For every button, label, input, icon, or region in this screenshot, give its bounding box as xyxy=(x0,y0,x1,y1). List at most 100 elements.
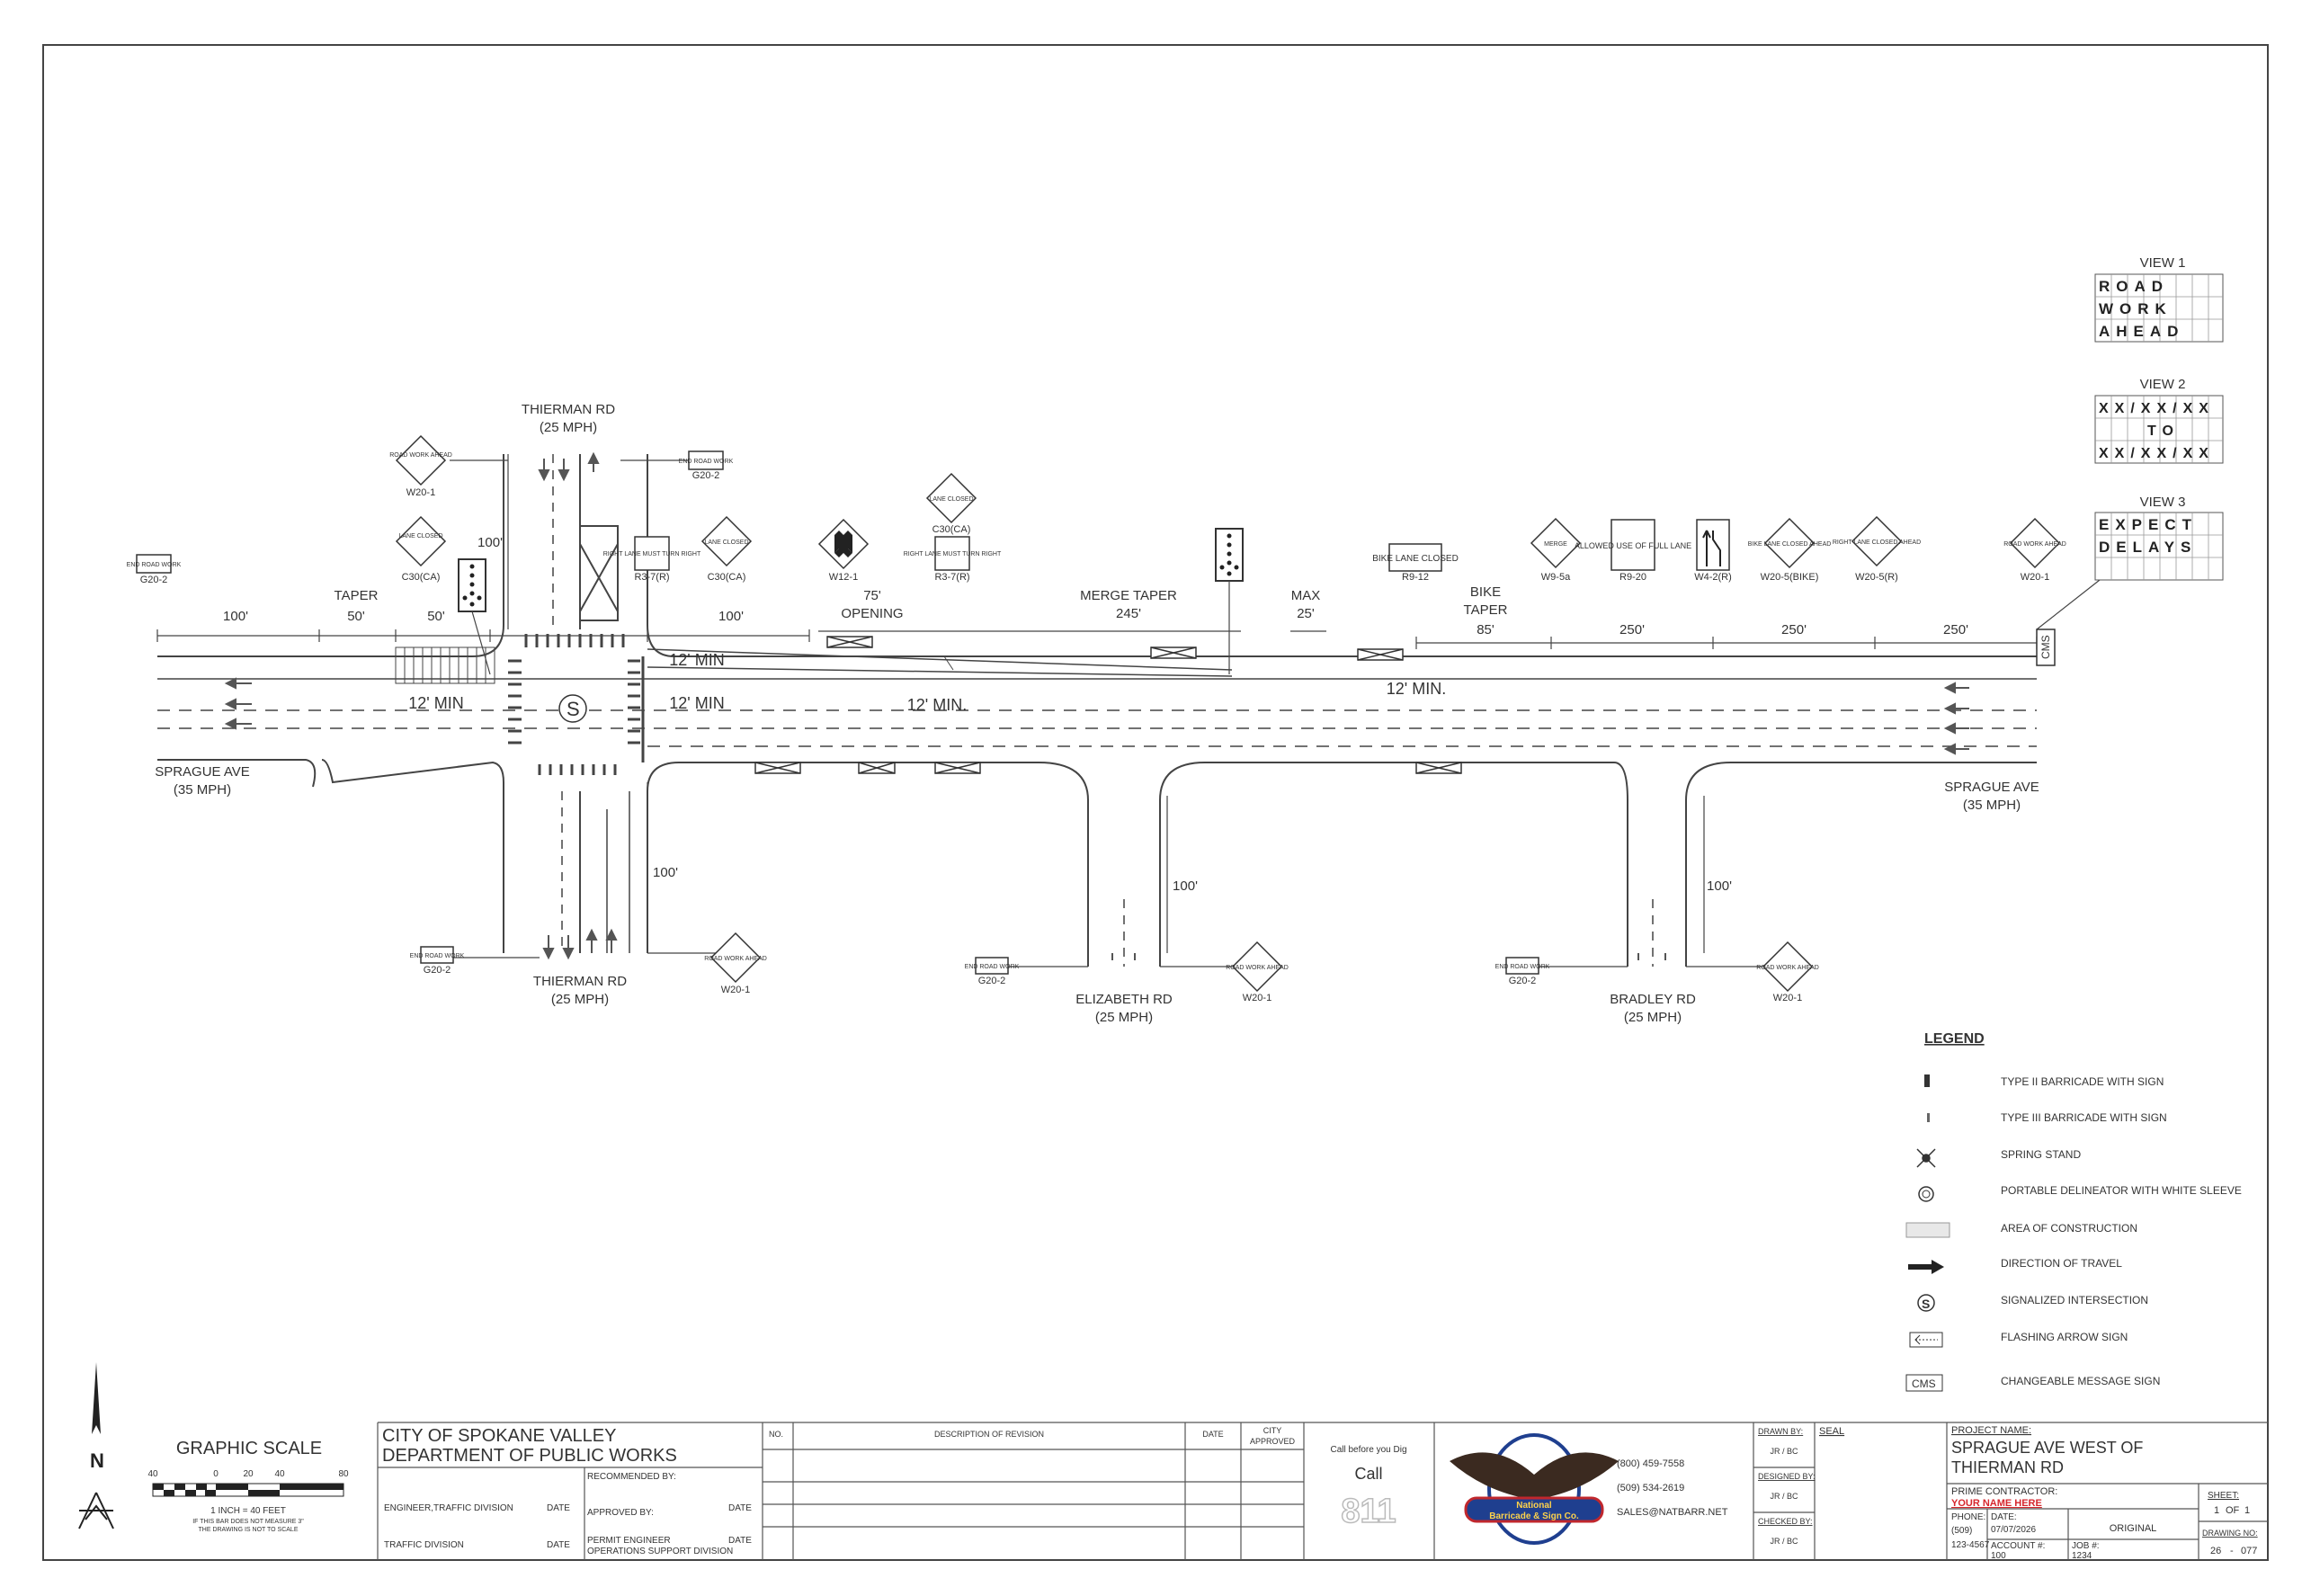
label-bradley: BRADLEY RD xyxy=(1610,992,1696,1007)
tb-date-1: DATE xyxy=(547,1503,570,1513)
roadway xyxy=(157,454,2037,967)
code-c30-1: C30(CA) xyxy=(402,572,441,583)
tb-designed-by: DESIGNED BY: xyxy=(1758,1472,1816,1481)
code-g20-2b: G20-2 xyxy=(692,470,720,481)
dim-max-25: 25' xyxy=(1297,606,1315,621)
north-letter: N xyxy=(90,1449,104,1472)
tb-drawing-no-b: 077 xyxy=(2241,1546,2257,1556)
legend-construction-icon xyxy=(1905,1222,1950,1238)
tb-checked-by: CHECKED BY: xyxy=(1758,1517,1813,1526)
signal-label: S xyxy=(567,698,580,720)
cms-view-1-row-1: ROAD xyxy=(2099,278,2169,295)
tb-call-before: Call before you Dig xyxy=(1330,1445,1406,1455)
dimension-lines xyxy=(156,454,2038,953)
dim-12min-a: 12' MIN xyxy=(669,651,724,669)
dim-12min-e: 12' MIN. xyxy=(1387,680,1446,698)
tb-project-name-2: THIERMAN RD xyxy=(1951,1458,2064,1476)
code-r37-2: R3-7(R) xyxy=(934,572,969,583)
sign-codes: W20-1 C30(CA) C30(CA) C30(CA) R3-7(R) R3… xyxy=(140,470,2049,1003)
legend-cms-text: CMS xyxy=(1912,1378,1936,1390)
scale-note-2: THE DRAWING IS NOT TO SCALE xyxy=(199,1527,299,1533)
w4-2-lane-icon xyxy=(1702,530,1721,566)
tb-your-name: YOUR NAME HERE xyxy=(1951,1498,2042,1509)
legend-direction-icon xyxy=(1908,1260,1944,1274)
tb-agency-1: CITY OF SPOKANE VALLEY xyxy=(382,1426,616,1446)
dim-100-bradley: 100' xyxy=(1707,878,1732,894)
tb-account-label: ACCOUNT #: xyxy=(1991,1541,2045,1551)
cms-view-1-row-2: WORK xyxy=(2099,300,2173,317)
tb-job-val: 1234 xyxy=(2072,1551,2092,1561)
sign-leaders xyxy=(441,459,2101,967)
tb-project-name-label: PROJECT NAME: xyxy=(1951,1425,2031,1436)
cms-view-3-title: VIEW 3 xyxy=(2140,495,2186,510)
dim-50: 50' xyxy=(427,609,445,624)
tb-phone-val-1: (509) xyxy=(1951,1526,1972,1536)
tb-sheet-of: OF xyxy=(2226,1505,2240,1516)
scale-ratio: 1 INCH = 40 FEET xyxy=(210,1506,286,1516)
dim-12min-b: 12' MIN xyxy=(408,694,463,712)
legend-cms-icon xyxy=(1905,1374,1943,1392)
dim-75: 75' xyxy=(863,588,881,603)
tb-phone-2: (509) 534-2619 xyxy=(1617,1483,1684,1493)
dim-taper-50: 50' xyxy=(347,609,365,624)
legend-item-signal: SIGNALIZED INTERSECTION xyxy=(2001,1294,2148,1306)
tb-project-name-1: SPRAGUE AVE WEST OF xyxy=(1951,1439,2143,1457)
travel-arrows xyxy=(224,451,1969,960)
code-g20-2e: G20-2 xyxy=(1509,976,1537,986)
legend-type3-icon xyxy=(1927,1113,1930,1122)
dim-taper: TAPER xyxy=(335,588,379,603)
dim-bike-85: 85' xyxy=(1477,622,1495,638)
cms-view-2-row-3: XX/XX/XX xyxy=(2099,446,2215,461)
cms-view-2-title: VIEW 2 xyxy=(2140,377,2186,392)
legend-flashing-arrow-icon xyxy=(1909,1332,1943,1348)
legend-item-spring-stand: SPRING STAND xyxy=(2001,1148,2081,1161)
sign-rwa-4: ROAD WORK AHEAD xyxy=(1756,965,1819,971)
arrow-board-posts xyxy=(471,581,1230,675)
label-thierman-s: THIERMAN RD xyxy=(533,974,627,989)
label-thierman-n-speed: (25 MPH) xyxy=(540,420,597,435)
code-w20-1a: W20-1 xyxy=(406,487,435,498)
scale-note-1: IF THIS BAR DOES NOT MEASURE 3" xyxy=(192,1519,304,1525)
code-w20-1c: W20-1 xyxy=(721,985,750,995)
legend-item-type3: TYPE III BARRICADE WITH SIGN xyxy=(2001,1111,2167,1124)
sign-erw-5: END ROAD WORK xyxy=(1495,964,1550,970)
code-w4-2r: W4-2(R) xyxy=(1694,572,1732,583)
tb-sheet-total: 1 xyxy=(2244,1505,2250,1516)
tb-phone-1: (800) 459-7558 xyxy=(1617,1458,1684,1469)
code-w9-5a: W9-5a xyxy=(1541,572,1571,583)
scale-tick-40b: 40 xyxy=(274,1469,285,1479)
label-sprague-e: SPRAGUE AVE xyxy=(1944,780,2039,795)
tb-811: 811 xyxy=(1341,1493,1396,1530)
title-block xyxy=(377,1422,2268,1560)
code-c30-3: C30(CA) xyxy=(932,524,971,535)
tb-drawing-no-label: DRAWING NO: xyxy=(2202,1529,2258,1538)
dim-100-b: 100' xyxy=(718,609,744,624)
tb-phone-val-2: 123-4567 xyxy=(1951,1540,1990,1550)
tb-drawing-no-dash: - xyxy=(2230,1546,2234,1556)
cms-view-2-row-2: TO xyxy=(2147,424,2180,439)
dim-12min-c: 12' MIN xyxy=(669,694,724,712)
sheet-border xyxy=(42,44,2269,1561)
label-elizabeth: ELIZABETH RD xyxy=(1075,992,1173,1007)
legend-signal-letter: S xyxy=(1922,1297,1930,1311)
tb-permit-engineer: PERMIT ENGINEER xyxy=(587,1536,671,1546)
sign-texts: ROAD WORK AHEAD LANE CLOSED LANE CLOSED … xyxy=(127,452,2066,971)
sign-lc-3: LANE CLOSED xyxy=(929,496,973,503)
tb-sheet-val: 1 xyxy=(2214,1505,2219,1516)
signal-symbol xyxy=(558,694,587,723)
tb-traffic-division: TRAFFIC DIVISION xyxy=(384,1540,464,1550)
sign-rlca: RIGHT LANE CLOSED AHEAD xyxy=(1833,539,1921,546)
cms-board-label: CMS xyxy=(2039,635,2052,659)
code-c30-2: C30(CA) xyxy=(708,572,746,583)
code-g20-2d: G20-2 xyxy=(978,976,1006,986)
dim-250-b: 250' xyxy=(1781,622,1807,638)
tb-date-label: DATE: xyxy=(1991,1512,2017,1522)
tb-ops-support: OPERATIONS SUPPORT DIVISION xyxy=(587,1547,733,1556)
dim-100-south: 100' xyxy=(653,865,678,880)
legend-signal-icon: S xyxy=(1917,1294,1935,1312)
code-w20-1d: W20-1 xyxy=(1243,993,1271,1003)
code-w20-5bike: W20-5(BIKE) xyxy=(1761,572,1819,583)
code-g20-2c: G20-2 xyxy=(424,965,451,976)
legend-item-flashing-arrow: FLASHING ARROW SIGN xyxy=(2001,1331,2128,1343)
tb-agency-2: DEPARTMENT OF PUBLIC WORKS xyxy=(382,1446,677,1466)
